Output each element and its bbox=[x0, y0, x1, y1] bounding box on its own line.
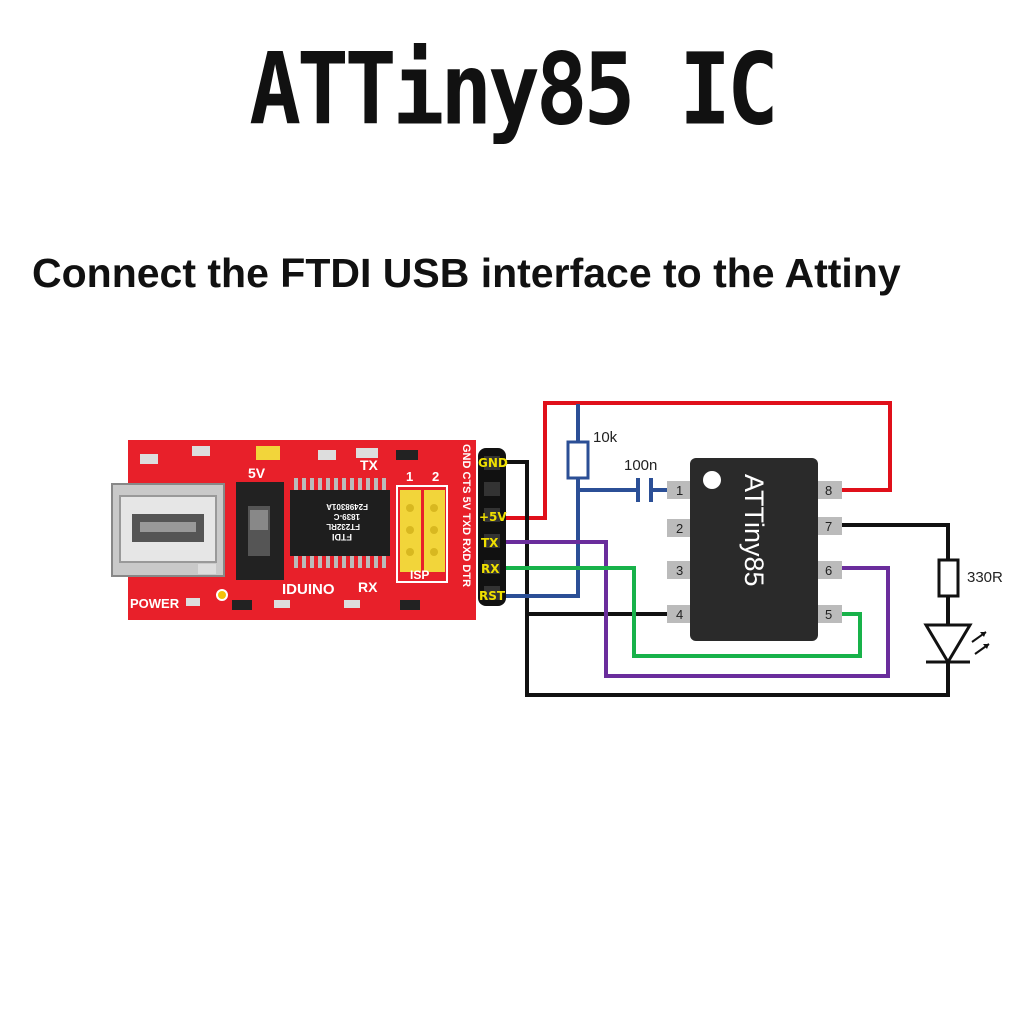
isp-jumpers bbox=[396, 485, 448, 583]
silk-vertical-pins: GND CTS 5V TXD RXD DTR bbox=[460, 444, 472, 587]
power-switch-icon bbox=[236, 482, 284, 580]
resistor-10k bbox=[566, 440, 590, 480]
pin-label-gnd: GND bbox=[478, 456, 508, 470]
pin-label-5v: +5V bbox=[479, 510, 507, 524]
ftdi-chip-text-3: 1839-C bbox=[334, 512, 360, 521]
silk-tx: TX bbox=[360, 457, 379, 473]
silk-jumper-1: 1 bbox=[406, 469, 413, 484]
led-wire bbox=[840, 523, 950, 560]
ic-pin-1: 1 bbox=[676, 483, 683, 498]
pin1-dot-icon bbox=[703, 471, 721, 489]
vcc-wire bbox=[505, 401, 892, 520]
page-subtitle: Connect the FTDI USB interface to the At… bbox=[32, 250, 901, 296]
ic-pin-8: 8 bbox=[825, 483, 832, 498]
silk-isp: ISP bbox=[410, 568, 429, 582]
smd-components bbox=[140, 446, 420, 610]
silk-power: POWER bbox=[130, 596, 180, 611]
usb-connector-icon bbox=[111, 483, 225, 577]
resistor-10k-label: 10k bbox=[593, 429, 618, 446]
ic-pin-7: 7 bbox=[825, 519, 832, 534]
pin-label-rx: RX bbox=[481, 562, 500, 576]
ic-pin-2: 2 bbox=[676, 521, 683, 536]
pin-header bbox=[478, 448, 506, 606]
silk-iduino: IDUINO bbox=[282, 581, 335, 598]
ftdi-chip-text-1: FTDI bbox=[332, 532, 352, 542]
ftdi-chip-text-2: FT232RL bbox=[326, 522, 360, 531]
ic-pin-6: 6 bbox=[825, 563, 832, 578]
silk-jumper-2: 2 bbox=[432, 469, 439, 484]
tx-wire bbox=[505, 540, 890, 678]
ftdi-chip bbox=[290, 478, 390, 568]
pin-label-tx: TX bbox=[481, 536, 499, 550]
ic-pin-5: 5 bbox=[825, 607, 832, 622]
ftdi-board: FTDI FT232RL 1839-C F2498301A bbox=[111, 440, 506, 620]
led-icon bbox=[923, 623, 990, 665]
resistor-330r-label: 330R bbox=[967, 569, 1003, 586]
ftdi-chip-text-4: F2498301A bbox=[326, 502, 368, 511]
gnd-wire bbox=[505, 460, 950, 697]
ic-pin-4: 4 bbox=[676, 607, 683, 622]
attiny85-chip: ATTiny85 bbox=[667, 458, 842, 641]
ic-pin-3: 3 bbox=[676, 563, 683, 578]
ic-label: ATTiny85 bbox=[739, 474, 769, 587]
capacitor-100n-label: 100n bbox=[624, 457, 657, 474]
page-title: ATTiny85 IC bbox=[249, 32, 779, 148]
pin-label-rst: RST bbox=[479, 589, 506, 603]
silk-rx: RX bbox=[358, 579, 378, 595]
silk-5v: 5V bbox=[248, 465, 266, 481]
rx-wire bbox=[505, 566, 862, 658]
resistor-330r bbox=[937, 558, 960, 598]
